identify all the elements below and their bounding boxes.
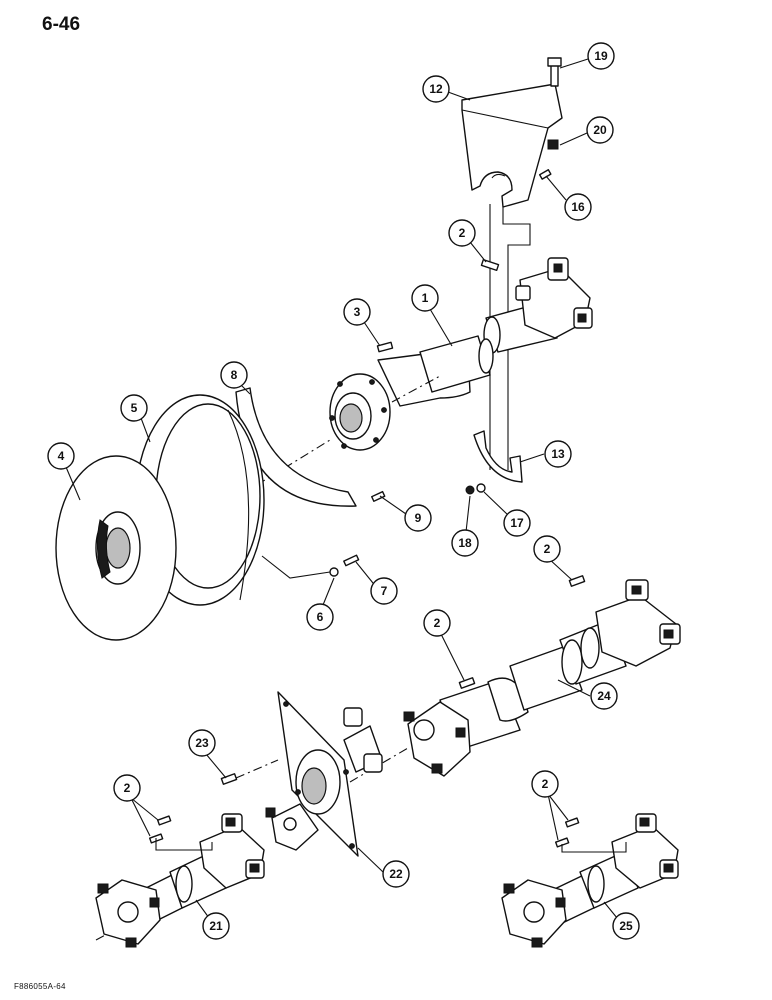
callout-2-d: 2 bbox=[113, 774, 141, 802]
bracket-bolt bbox=[547, 57, 562, 87]
svg-text:23: 23 bbox=[195, 736, 209, 750]
lower-right-yoke bbox=[611, 813, 679, 889]
upper-flange bbox=[329, 373, 391, 451]
svg-text:13: 13 bbox=[551, 447, 565, 461]
svg-text:8: 8 bbox=[231, 368, 238, 382]
svg-text:24: 24 bbox=[597, 689, 611, 703]
callout-2-e: 2 bbox=[531, 770, 559, 798]
callout-1: 1 bbox=[411, 284, 439, 312]
callout-22: 22 bbox=[382, 860, 410, 888]
bracket-bolt-small bbox=[538, 169, 552, 180]
lower-right-bolts bbox=[554, 817, 580, 848]
upper-yoke bbox=[515, 257, 593, 339]
svg-text:2: 2 bbox=[459, 226, 466, 240]
lower-right-guide bbox=[561, 842, 627, 853]
svg-text:25: 25 bbox=[619, 919, 633, 933]
bracket-guide-line bbox=[502, 207, 531, 470]
callout-19: 19 bbox=[587, 42, 615, 70]
callout-6: 6 bbox=[306, 603, 334, 631]
svg-text:18: 18 bbox=[458, 536, 472, 550]
bearing-plate-yoke bbox=[265, 803, 319, 851]
callout-24: 24 bbox=[590, 682, 618, 710]
lower-strap bbox=[473, 430, 523, 483]
callout-18: 18 bbox=[451, 529, 479, 557]
flange-bolt bbox=[376, 341, 394, 353]
callout-13: 13 bbox=[544, 440, 572, 468]
callout-2-b: 2 bbox=[533, 535, 561, 563]
svg-text:22: 22 bbox=[389, 867, 403, 881]
callout-21: 21 bbox=[202, 912, 230, 940]
svg-text:2: 2 bbox=[542, 777, 549, 791]
callout-2-c: 2 bbox=[423, 609, 451, 637]
callout-20: 20 bbox=[586, 116, 614, 144]
middle-yoke-left bbox=[403, 701, 471, 777]
middle-bolt-right bbox=[568, 575, 586, 587]
callout-7: 7 bbox=[370, 577, 398, 605]
callout-23: 23 bbox=[188, 729, 216, 757]
svg-text:7: 7 bbox=[381, 584, 388, 598]
svg-text:2: 2 bbox=[434, 616, 441, 630]
plate-bolt bbox=[220, 773, 238, 785]
svg-text:19: 19 bbox=[594, 49, 608, 63]
callout-9: 9 bbox=[404, 504, 432, 532]
middle-yoke-right bbox=[595, 579, 681, 667]
housing-lockwasher bbox=[329, 567, 339, 577]
svg-text:17: 17 bbox=[510, 516, 524, 530]
svg-text:6: 6 bbox=[317, 610, 324, 624]
leader-lines bbox=[65, 58, 623, 925]
shield-screw bbox=[371, 490, 386, 502]
adapter-plate bbox=[55, 455, 177, 641]
svg-text:3: 3 bbox=[354, 305, 361, 319]
figure-code: F886055A-64 bbox=[14, 982, 66, 991]
callout-16: 16 bbox=[564, 193, 592, 221]
callout-25: 25 bbox=[612, 912, 640, 940]
lower-left-bolts bbox=[148, 815, 172, 844]
hardware-guide-line bbox=[261, 555, 331, 579]
support-bracket bbox=[461, 83, 563, 208]
callout-3: 3 bbox=[343, 298, 371, 326]
housing-screw bbox=[343, 554, 360, 567]
svg-text:2: 2 bbox=[544, 542, 551, 556]
page-number: 6-46 bbox=[42, 14, 81, 35]
svg-text:16: 16 bbox=[571, 200, 585, 214]
svg-text:12: 12 bbox=[429, 82, 443, 96]
middle-bolt-left bbox=[458, 677, 476, 689]
svg-text:20: 20 bbox=[593, 123, 607, 137]
svg-text:2: 2 bbox=[124, 781, 131, 795]
callout-4: 4 bbox=[47, 442, 75, 470]
upper-bolt bbox=[480, 258, 500, 272]
svg-text:4: 4 bbox=[58, 449, 65, 463]
svg-text:21: 21 bbox=[209, 919, 223, 933]
strap-nut-washer bbox=[465, 483, 486, 495]
callout-17: 17 bbox=[503, 509, 531, 537]
lower-left-guide bbox=[155, 838, 213, 851]
svg-text:9: 9 bbox=[415, 511, 422, 525]
upper-shaft bbox=[377, 301, 558, 407]
lower-right-flange bbox=[501, 879, 567, 948]
bracket-nut bbox=[547, 139, 559, 150]
svg-text:1: 1 bbox=[422, 291, 429, 305]
lower-left-flange bbox=[95, 879, 161, 948]
callout-12: 12 bbox=[422, 75, 450, 103]
callout-8: 8 bbox=[220, 361, 248, 389]
lower-left-yoke bbox=[199, 813, 265, 889]
bearing-plate bbox=[277, 691, 383, 857]
callout-5: 5 bbox=[120, 394, 148, 422]
callout-2: 2 bbox=[448, 219, 476, 247]
svg-text:5: 5 bbox=[131, 401, 138, 415]
